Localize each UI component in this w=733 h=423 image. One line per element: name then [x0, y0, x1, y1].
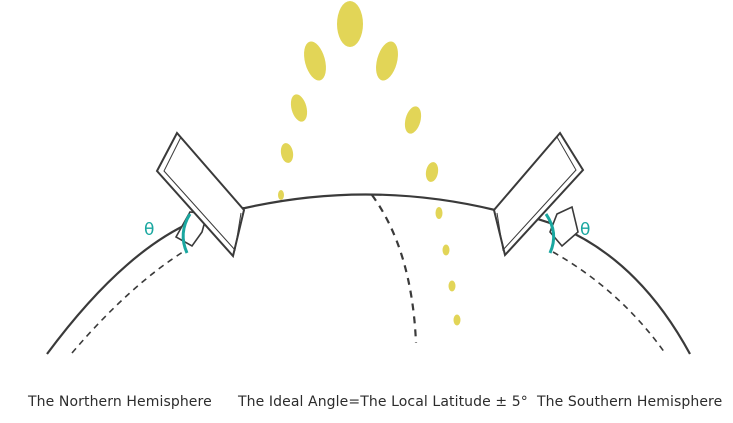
sun-position-dot	[278, 190, 284, 200]
sun-position-dot	[337, 1, 363, 47]
inner-dashed-curve	[71, 249, 666, 354]
sun-path	[278, 1, 461, 326]
sun-position-dot	[435, 207, 443, 219]
sun-position-dot	[280, 143, 294, 163]
latitude-dashed-line	[371, 194, 418, 344]
earth-surface-curve	[46, 193, 691, 355]
caption-ideal-angle: The Ideal Angle=The Local Latitude ± 5°	[238, 394, 528, 410]
caption-southern-hemisphere: The Southern Hemisphere	[537, 394, 723, 410]
left-theta-label: θ	[144, 220, 154, 240]
left-panel-inner-edge	[163, 136, 242, 252]
left-angle-arc-icon	[181, 213, 192, 254]
sun-position-dot	[376, 41, 398, 81]
sun-position-dot	[425, 162, 439, 182]
caption-northern-hemisphere: The Northern Hemisphere	[28, 394, 212, 410]
left-solar-panel: θ	[144, 131, 246, 259]
sun-position-dot	[304, 41, 326, 81]
right-panel-stand	[549, 205, 579, 248]
right-theta-label: θ	[580, 220, 590, 240]
sun-position-dot	[404, 106, 422, 134]
sun-position-dot	[448, 280, 456, 292]
right-panel-inner-edge	[496, 136, 577, 252]
sun-position-dot	[290, 94, 308, 122]
sun-position-dot	[442, 244, 450, 256]
right-solar-panel: θ	[492, 131, 590, 258]
sun-position-dot	[453, 314, 461, 326]
right-angle-arc-icon	[544, 213, 556, 254]
left-panel-body	[155, 131, 246, 259]
right-panel-body	[492, 131, 585, 258]
